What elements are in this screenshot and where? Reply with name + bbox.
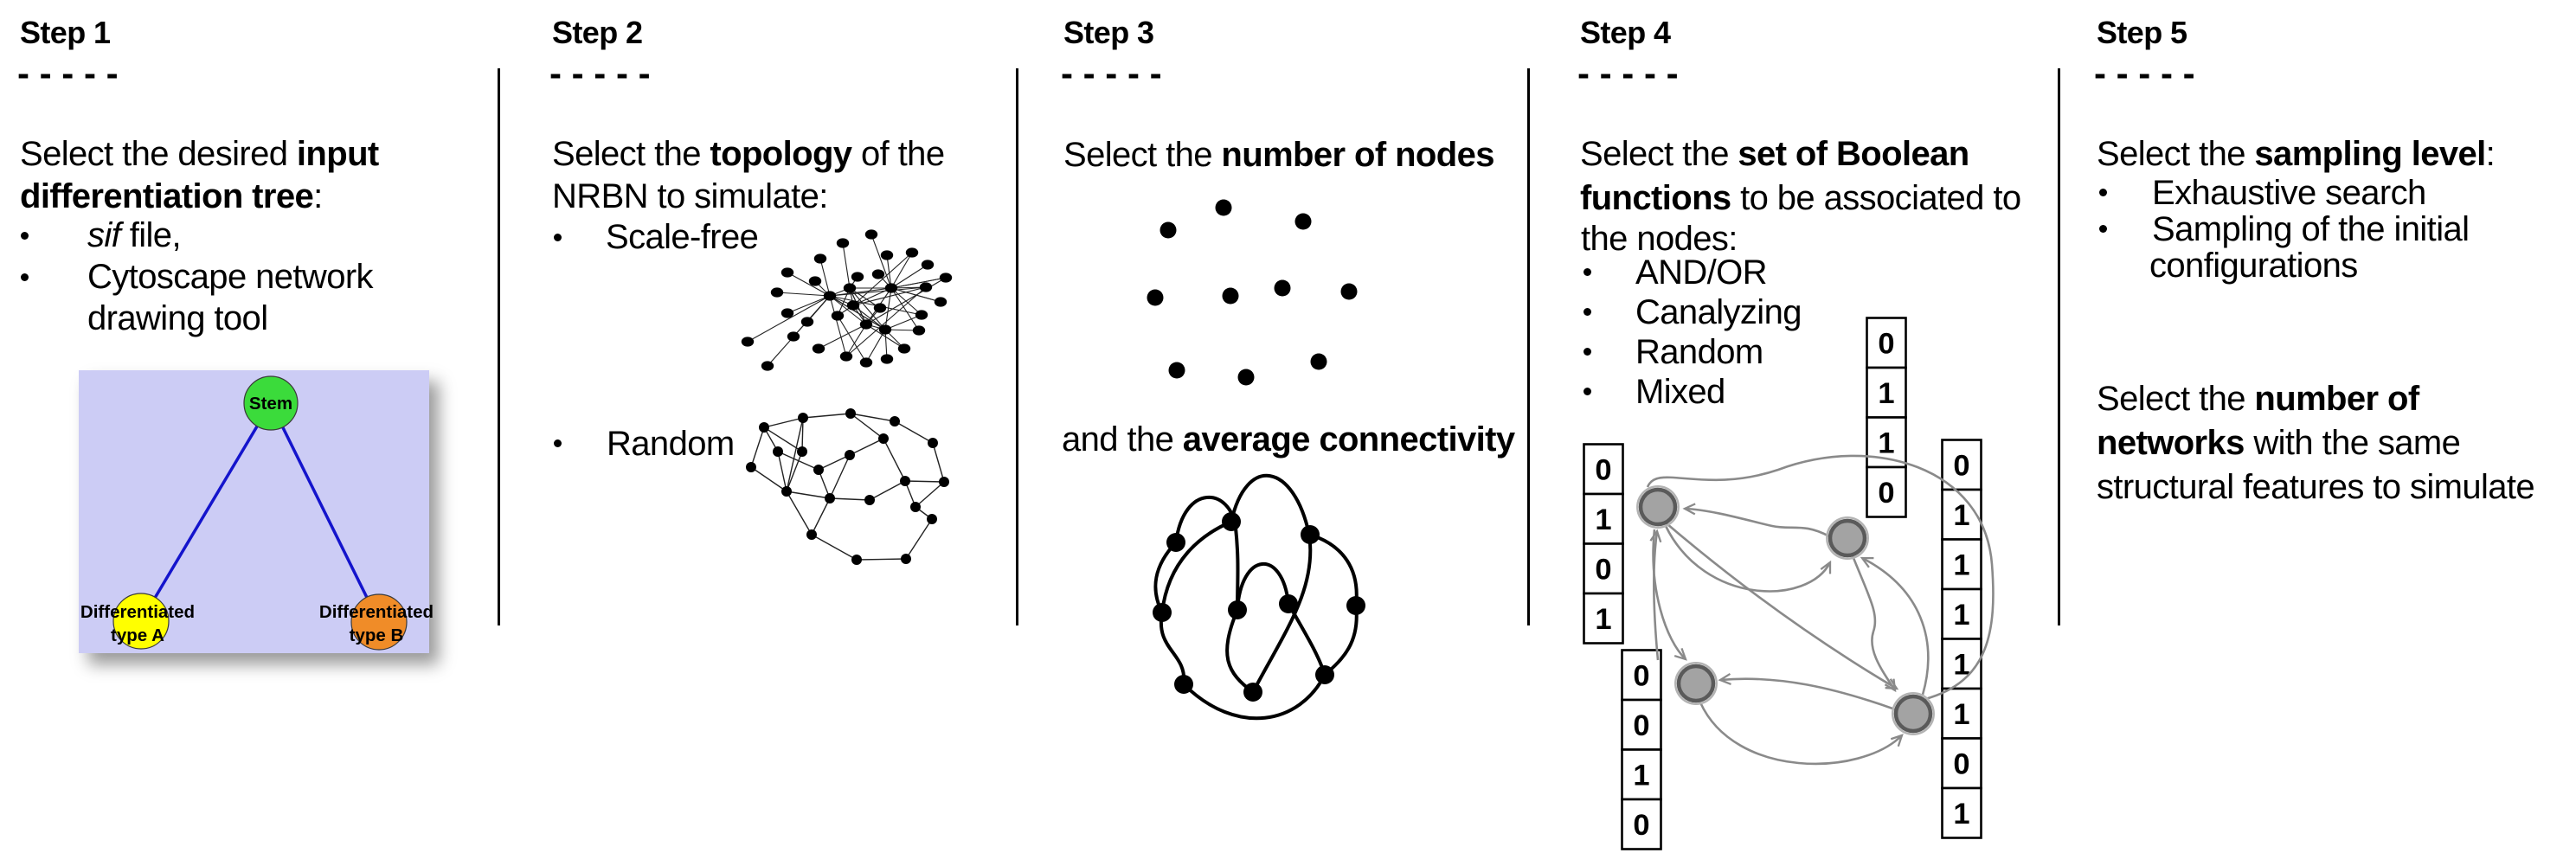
svg-text:0: 0 [1633,660,1649,693]
svg-text:1: 1 [1953,798,1969,831]
svg-text:0: 0 [1878,477,1894,510]
svg-text:1: 1 [1878,426,1894,459]
svg-text:1: 1 [1953,499,1969,532]
svg-text:type A: type A [111,625,164,645]
svg-text:0: 0 [1878,328,1894,361]
svg-text:Differentiated: Differentiated [80,602,195,622]
svg-text:1: 1 [1953,599,1969,632]
svg-text:1: 1 [1595,503,1611,536]
svg-text:1: 1 [1878,377,1894,410]
svg-text:1: 1 [1953,698,1969,731]
svg-text:1: 1 [1595,603,1611,636]
svg-text:0: 0 [1953,747,1969,780]
svg-text:Differentiated: Differentiated [319,602,434,622]
svg-text:0: 0 [1595,553,1611,586]
svg-text:0: 0 [1953,450,1969,483]
svg-text:0: 0 [1595,454,1611,487]
svg-text:1: 1 [1633,759,1649,792]
svg-text:0: 0 [1633,709,1649,742]
svg-text:0: 0 [1633,809,1649,842]
svg-text:1: 1 [1953,548,1969,581]
svg-text:1: 1 [1953,648,1969,681]
svg-text:Stem: Stem [249,394,292,414]
svg-text:type B: type B [350,625,404,645]
